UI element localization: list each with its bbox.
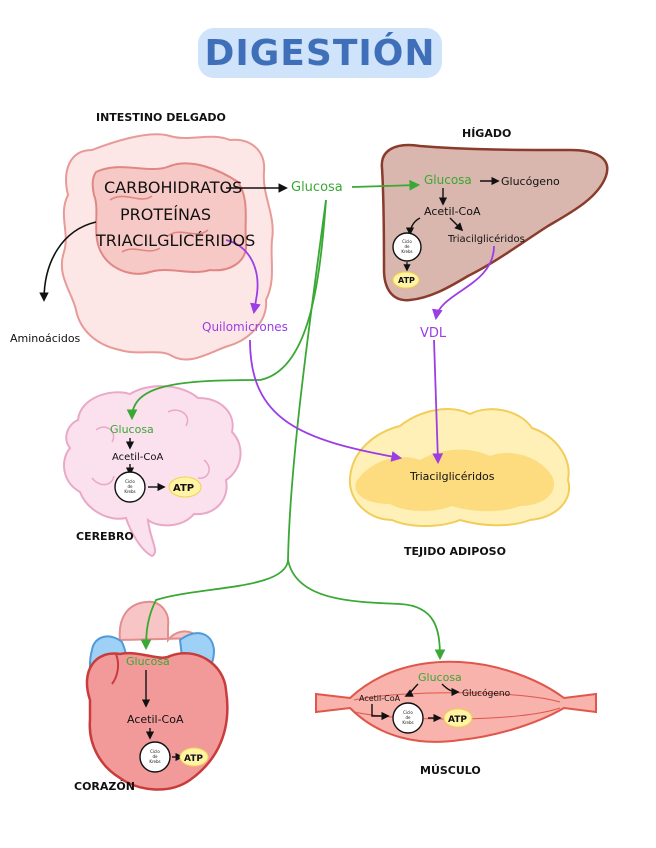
muscle-title: MÚSCULO <box>420 764 481 777</box>
adipose-illustration <box>348 408 571 527</box>
muscle-glucose-label: Glucosa <box>418 671 462 684</box>
chylomicrons-label: Quilomicrones <box>202 320 288 334</box>
muscle-cycle-circle <box>392 702 424 734</box>
brain-cycle-line2: de <box>128 484 134 489</box>
brain-cycle-line3: Krebs <box>124 489 135 494</box>
cycle-circles <box>114 232 424 773</box>
heart-cycle-line3: Krebs <box>149 759 160 764</box>
liver-title: HÍGADO <box>462 127 511 140</box>
muscle-glycogen-label: Glucógeno <box>462 688 511 699</box>
brain-acetyl-label: Acetil-CoA <box>112 452 164 463</box>
liver-cycle-line1: Ciclo <box>402 239 412 244</box>
title-badge: DIGESTIÓN <box>198 28 442 78</box>
page-title: DIGESTIÓN <box>204 33 436 74</box>
intestine-title: INTESTINO DELGADO <box>96 111 226 124</box>
arrows <box>39 176 500 762</box>
atp-glows <box>168 271 473 767</box>
muscle-atp-label: ATP <box>448 715 467 725</box>
liver-glucose-label: Glucosa <box>424 173 472 187</box>
intestine-illustration <box>60 133 274 361</box>
vdl-label: VDL <box>420 326 447 341</box>
muscle-illustration <box>315 660 597 743</box>
heart-glucose-label: Glucosa <box>126 655 170 668</box>
heart-title: CORAZÓN <box>74 780 135 793</box>
aminoacids-label: Aminoácidos <box>10 332 81 345</box>
glucose-intestine-label: Glucosa <box>291 180 343 195</box>
heart-atp-label: ATP <box>184 754 203 764</box>
heart-cycle-circle <box>139 741 171 773</box>
brain-glucose-label: Glucosa <box>110 423 154 436</box>
brain-atp-label: ATP <box>173 483 194 494</box>
heart-cycle-line2: de <box>153 754 159 759</box>
brain-cycle-circle <box>114 471 146 503</box>
liver-acetyl-label: Acetil-CoA <box>424 205 481 218</box>
brain-cycle-line1: Ciclo <box>125 479 135 484</box>
triglycerides-label: TRIACILGLICÉRIDOS <box>95 231 255 250</box>
heart-cycle-line1: Ciclo <box>150 749 160 754</box>
liver-cycle-circle <box>392 232 422 262</box>
brain-illustration <box>63 385 242 558</box>
liver-atp-label: ATP <box>398 276 415 285</box>
muscle-cycle-line1: Ciclo <box>403 710 413 715</box>
muscle-acetyl-label: Acetil-CoA <box>359 694 401 703</box>
heart-acetyl-label: Acetil-CoA <box>127 713 184 726</box>
carbohydrates-label: CARBOHIDRATOS <box>104 178 242 197</box>
muscle-cycle-line3: Krebs <box>402 720 413 725</box>
liver-cycle-line3: Krebs <box>401 249 412 254</box>
liver-illustration <box>380 143 609 302</box>
liver-glycogen-label: Glucógeno <box>501 175 560 188</box>
muscle-cycle-line2: de <box>406 715 412 720</box>
adipose-tg-label: Triacilglicéridos <box>409 470 495 483</box>
brain-title: CEREBRO <box>76 530 134 543</box>
liver-tg-label: Triacilglicéridos <box>447 233 525 245</box>
liver-cycle-line2: de <box>405 244 411 249</box>
proteins-label: PROTEÍNAS <box>120 205 211 224</box>
adipose-title: TEJIDO ADIPOSO <box>404 545 506 558</box>
